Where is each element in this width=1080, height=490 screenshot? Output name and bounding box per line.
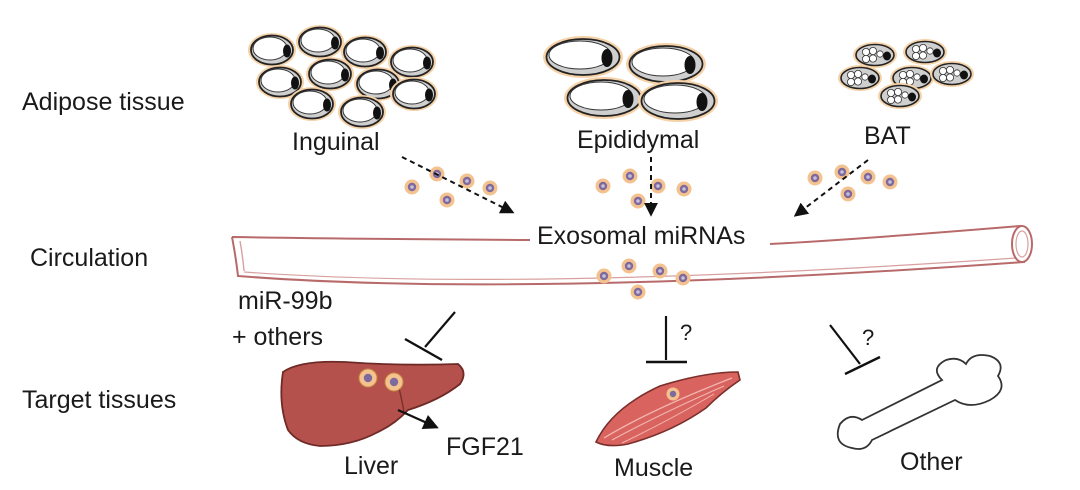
bone-icon xyxy=(836,354,1003,450)
row-label-circulation: Circulation xyxy=(30,244,148,272)
exosome-group-bat xyxy=(807,164,898,202)
epididymal-fat-cluster xyxy=(542,35,719,123)
exosome-group-circulation xyxy=(596,258,691,300)
liver-icon xyxy=(280,360,465,447)
target-label-liver: Liver xyxy=(344,452,398,480)
unknown-mark-muscle: ? xyxy=(680,320,692,345)
exosomal-mirnas-label: Exosomal miRNAs xyxy=(537,222,745,250)
target-label-fgf21: FGF21 xyxy=(446,433,524,461)
arrow-inguinal-to-circulation xyxy=(401,156,515,214)
arrow-liver-to-fgf21 xyxy=(397,408,439,429)
muscle-icon xyxy=(594,371,741,447)
target-label-other: Other xyxy=(900,448,963,476)
row-label-targets: Target tissues xyxy=(22,386,176,414)
bat-cell-cluster xyxy=(837,38,975,110)
inhibition-to-muscle xyxy=(646,316,687,364)
target-label-muscle: Muscle xyxy=(614,454,693,482)
inhibition-to-other xyxy=(829,324,881,376)
exosome-group-inguinal xyxy=(404,166,498,208)
source-label-epididymal: Epididymal xyxy=(577,126,699,154)
mirna-label-line1: miR-99b xyxy=(238,287,332,315)
source-label-bat: BAT xyxy=(864,122,911,150)
mirna-label-line2: + others xyxy=(232,323,323,351)
unknown-mark-other: ? xyxy=(862,325,874,350)
exosome-group-epididymal xyxy=(595,168,692,209)
row-label-adipose: Adipose tissue xyxy=(22,88,185,116)
arrow-bat-to-circulation xyxy=(793,159,869,217)
blood-vessel xyxy=(231,224,1033,286)
inguinal-fat-cluster xyxy=(247,24,439,130)
inhibition-to-liver xyxy=(404,311,456,362)
source-label-inguinal: Inguinal xyxy=(292,128,380,156)
